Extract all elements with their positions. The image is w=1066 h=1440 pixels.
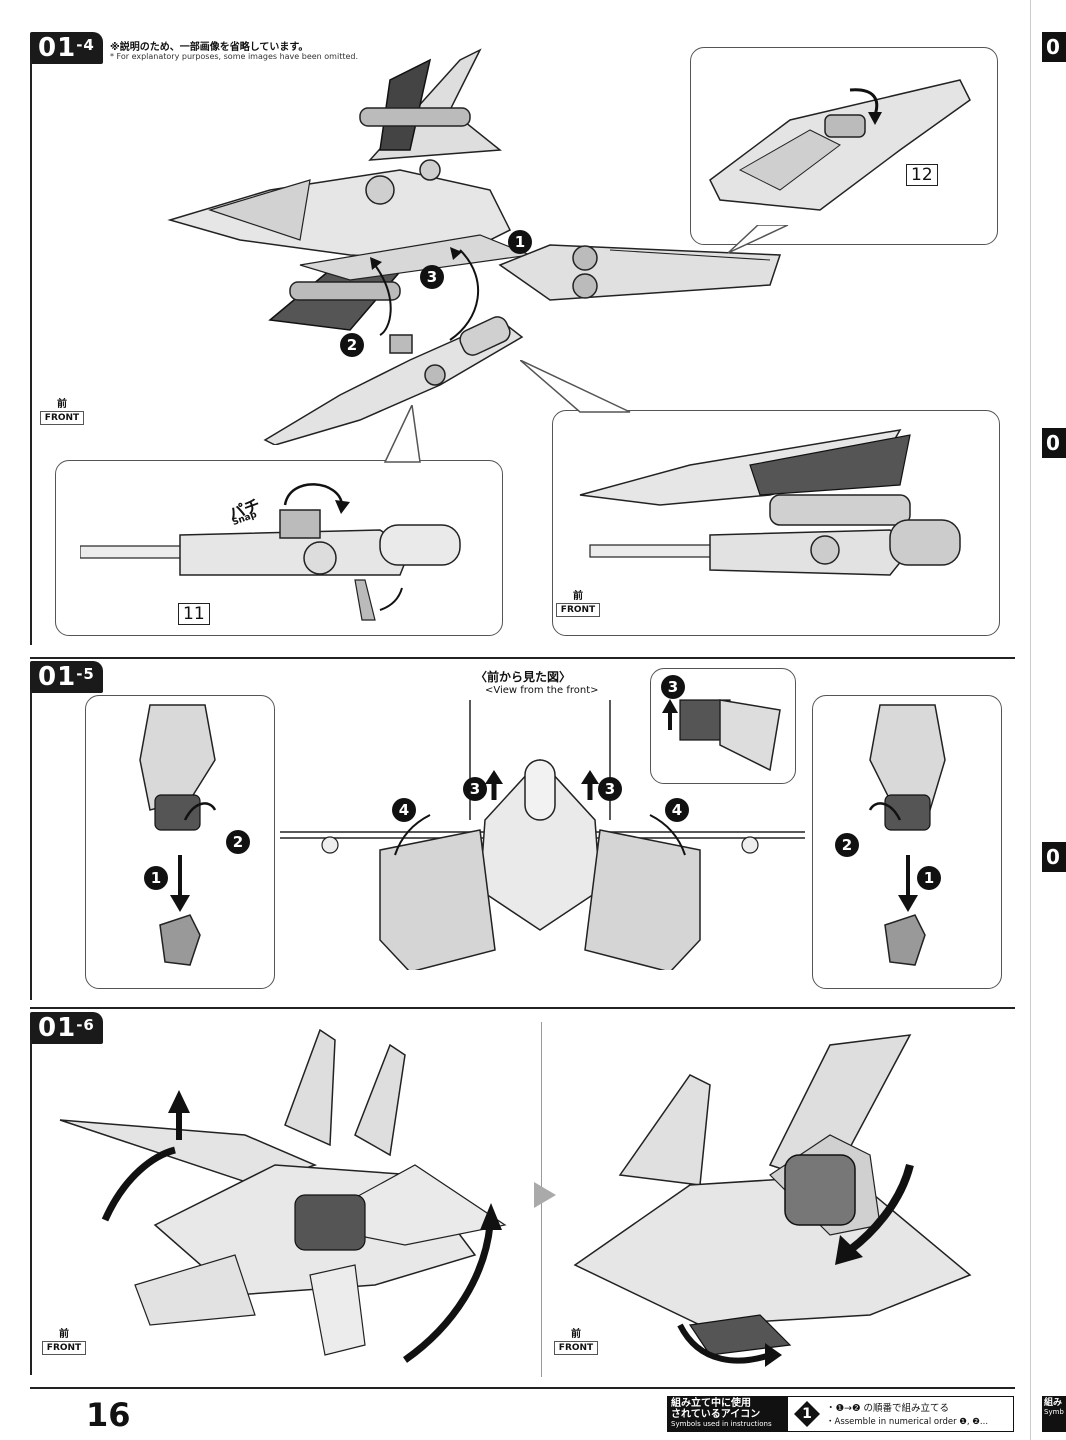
omitted-note-en: * For explanatory purposes, some images … bbox=[110, 52, 359, 61]
front-direction-icon-01-6-left: 前 FRONT bbox=[42, 1330, 86, 1355]
front-direction-icon-01-4-callout: 前 FRONT bbox=[556, 592, 600, 617]
part-number-12: 12 bbox=[906, 164, 938, 186]
front-label: FRONT bbox=[42, 1341, 86, 1355]
front-direction-icon-01-6-right: 前 FRONT bbox=[554, 1330, 598, 1355]
legend-title-jp-2: されているアイコン bbox=[671, 1409, 761, 1420]
leg-right-illustration bbox=[868, 704, 946, 966]
rifle-detail-illustration bbox=[80, 483, 461, 621]
leg-left-marker-1: 1 bbox=[144, 866, 168, 890]
front-direction-icon-01-4: 前 FRONT bbox=[40, 400, 84, 425]
step-label-01-6: 01-6 bbox=[30, 1012, 103, 1044]
next-page-legend-en: Symb bbox=[1044, 1408, 1064, 1416]
next-page-tab-3: 0 bbox=[1042, 842, 1066, 872]
front-label: FRONT bbox=[556, 603, 600, 617]
step-label-01-5: 01-5 bbox=[30, 661, 103, 693]
front-view-marker-3-right: 3 bbox=[598, 777, 622, 801]
front-view-marker-4-right: 4 bbox=[665, 798, 689, 822]
leg-right-marker-2: 2 bbox=[835, 833, 859, 857]
omitted-note-jp: ※説明のため、一部画像を省略しています。 bbox=[110, 42, 309, 53]
step-01-6-left-rule bbox=[30, 1040, 32, 1375]
aircraft-before-illustration bbox=[59, 1028, 507, 1363]
leg-left-marker-2: 2 bbox=[226, 830, 250, 854]
legend-content-box: 1 ・❶→❷ の順番で組み立てる ・Assemble in numerical … bbox=[787, 1396, 1014, 1432]
step-number: 01 bbox=[38, 33, 77, 63]
step-01-4-left-rule bbox=[30, 60, 32, 645]
legend-desc-jp: ・❶→❷ の順番で組み立てる bbox=[826, 1403, 950, 1414]
leg-left-illustration bbox=[139, 704, 217, 966]
front-label: FRONT bbox=[554, 1341, 598, 1355]
front-kanji: 前 bbox=[59, 1329, 69, 1340]
legend-desc-en: ・Assemble in numerical order ❶, ❷... bbox=[826, 1417, 989, 1427]
legend-title-box: 組み立て中に使用 されているアイコン Symbols used in instr… bbox=[667, 1396, 787, 1432]
rifle-part bbox=[263, 316, 524, 445]
step-suffix: -4 bbox=[76, 36, 95, 54]
step-01-6-top-rule bbox=[30, 1007, 1015, 1009]
booster-part bbox=[498, 244, 782, 301]
next-page-tab-2: 0 bbox=[1042, 428, 1066, 458]
next-step-arrow bbox=[534, 1182, 556, 1208]
step-suffix: -6 bbox=[76, 1016, 95, 1034]
step-01-5-left-rule bbox=[30, 690, 32, 1000]
legend-order-icon: 1 bbox=[794, 1401, 820, 1427]
leg-right-marker-1: 1 bbox=[917, 866, 941, 890]
assembled-side-illustration bbox=[579, 429, 961, 576]
front-view-marker-3-left: 3 bbox=[463, 777, 487, 801]
detail-marker-3: 3 bbox=[661, 675, 685, 699]
callout-pointer-rifle bbox=[383, 405, 421, 463]
legend-title-jp-1: 組み立て中に使用 bbox=[671, 1398, 751, 1409]
front-label: FRONT bbox=[40, 411, 84, 425]
step-01-5-top-rule bbox=[30, 657, 1015, 659]
order-badge-2: 2 bbox=[340, 333, 364, 357]
next-page-legend-jp: 組み bbox=[1044, 1398, 1063, 1408]
front-kanji: 前 bbox=[571, 1329, 581, 1340]
step-number: 01 bbox=[38, 662, 77, 692]
legend-title-en: Symbols used in instructions bbox=[671, 1420, 772, 1428]
next-page-tab-1: 0 bbox=[1042, 32, 1066, 62]
page-gutter-line bbox=[1030, 0, 1031, 1440]
front-kanji: 前 bbox=[573, 591, 583, 602]
next-page-legend: 組み Symb bbox=[1042, 1396, 1066, 1432]
step-suffix: -5 bbox=[76, 665, 95, 683]
view-from-front-jp: 〈前から見た図〉 bbox=[475, 670, 572, 684]
callout-pointer-side bbox=[520, 360, 631, 413]
order-badge-1: 1 bbox=[508, 230, 532, 254]
step-number: 01 bbox=[38, 1013, 77, 1043]
detail-3-illustration bbox=[662, 699, 781, 772]
view-from-front-en: <View from the front> bbox=[485, 685, 599, 696]
step-label-01-4: 01-4 bbox=[30, 32, 103, 64]
footer-rule bbox=[30, 1387, 1015, 1389]
callout-pointer-top bbox=[728, 225, 789, 254]
aircraft-illustration-01-4 bbox=[167, 48, 533, 341]
front-kanji: 前 bbox=[57, 399, 67, 410]
order-badge-3: 3 bbox=[420, 265, 444, 289]
front-view-marker-4-left: 4 bbox=[392, 798, 416, 822]
aircraft-after-illustration bbox=[573, 1034, 972, 1367]
page-number: 16 bbox=[86, 1396, 131, 1434]
shell-part-illustration bbox=[709, 79, 971, 211]
part-number-11: 11 bbox=[178, 603, 210, 625]
front-view-illustration bbox=[280, 700, 805, 970]
